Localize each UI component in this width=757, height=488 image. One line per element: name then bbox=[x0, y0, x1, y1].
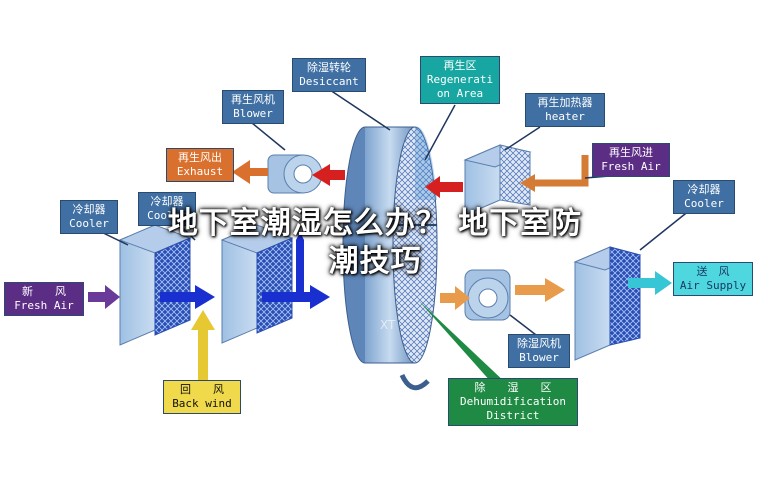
label-dehum-district-en1: Dehumidification bbox=[460, 395, 566, 408]
label-desiccant: 除湿转轮 Desiccant bbox=[292, 58, 366, 92]
label-fresh-air: 新 风 Fresh Air bbox=[4, 282, 84, 316]
cooler-unit-2 bbox=[220, 224, 294, 344]
label-desiccant-cn: 除湿转轮 bbox=[307, 61, 351, 74]
label-regen-blower-cn: 再生风机 bbox=[231, 93, 275, 106]
label-cooler-left2: 冷却器 Cooler bbox=[138, 192, 196, 226]
label-regen-exhaust: 再生风出 Exhaust bbox=[166, 148, 234, 182]
label-air-supply: 送 风 Air Supply bbox=[673, 262, 753, 296]
regen-heater bbox=[463, 144, 532, 216]
cooler-unit-right bbox=[573, 246, 642, 361]
dehum-district-pointer bbox=[418, 300, 508, 392]
label-regen-fresh-in-cn: 再生风进 bbox=[609, 146, 653, 159]
label-fresh-air-cn: 新 风 bbox=[22, 285, 66, 298]
label-regen-heater-en: heater bbox=[545, 110, 585, 123]
label-back-wind-cn: 回 风 bbox=[180, 383, 224, 396]
label-back-wind: 回 风 Back wind bbox=[163, 380, 241, 414]
label-cooler-right: 冷却器 Cooler bbox=[673, 180, 735, 214]
cooler-unit-1 bbox=[118, 224, 192, 346]
watermark: XT bbox=[380, 318, 396, 332]
label-regen-exhaust-en: Exhaust bbox=[176, 165, 224, 178]
label-regen-area-en2: on Area bbox=[436, 87, 484, 100]
desiccant-wheel bbox=[342, 126, 438, 391]
label-regen-heater-cn: 再生加热器 bbox=[537, 96, 593, 109]
label-cooler-left1-cn: 冷却器 bbox=[72, 203, 106, 216]
label-cooler-left2-cn: 冷却器 bbox=[150, 195, 184, 208]
dehum-blower bbox=[464, 269, 511, 321]
label-desiccant-en: Desiccant bbox=[299, 75, 359, 88]
label-cooler-left1-en: Cooler bbox=[69, 217, 109, 230]
label-dehum-blower-en: Blower bbox=[519, 351, 559, 364]
label-dehum-blower-cn: 除湿风机 bbox=[517, 337, 561, 350]
label-regen-area: 再生区 Regenerati on Area bbox=[420, 56, 500, 104]
label-dehum-blower: 除湿风机 Blower bbox=[508, 334, 570, 368]
label-air-supply-en: Air Supply bbox=[679, 279, 747, 292]
label-cooler-right-cn: 冷却器 bbox=[687, 183, 721, 196]
label-regen-area-en1: Regenerati bbox=[426, 73, 494, 86]
overlay-title-line1: 地下室潮湿怎么办？ 地下室防 bbox=[167, 206, 583, 241]
overlay-title-line2: 潮技巧 bbox=[328, 244, 422, 279]
label-fresh-air-en: Fresh Air bbox=[14, 299, 74, 312]
label-regen-blower-en: Blower bbox=[233, 107, 273, 120]
label-regen-area-cn: 再生区 bbox=[443, 59, 477, 72]
label-dehum-district-en2: District bbox=[486, 409, 540, 422]
label-dehum-district: 除 湿 区 Dehumidification District bbox=[448, 378, 578, 426]
air-flow-arrows bbox=[88, 155, 672, 380]
label-regen-exhaust-cn: 再生风出 bbox=[178, 151, 222, 164]
label-cooler-left1: 冷却器 Cooler bbox=[60, 200, 118, 234]
label-regen-heater: 再生加热器 heater bbox=[525, 93, 605, 127]
label-cooler-right-en: Cooler bbox=[684, 197, 724, 210]
label-air-supply-cn: 送 风 bbox=[696, 265, 730, 278]
regen-blower bbox=[267, 154, 323, 194]
label-regen-fresh-in-en: Fresh Air bbox=[601, 160, 661, 173]
label-regen-fresh-in: 再生风进 Fresh Air bbox=[592, 143, 670, 177]
label-dehum-district-cn: 除 湿 区 bbox=[474, 381, 552, 394]
overlay-title: 地下室潮湿怎么办？ 地下室防 潮技巧 bbox=[60, 205, 690, 281]
pointer-lines bbox=[94, 89, 691, 339]
label-cooler-left2-en: Cooler bbox=[147, 209, 187, 222]
label-back-wind-en: Back wind bbox=[172, 397, 232, 410]
label-regen-blower: 再生风机 Blower bbox=[222, 90, 284, 124]
